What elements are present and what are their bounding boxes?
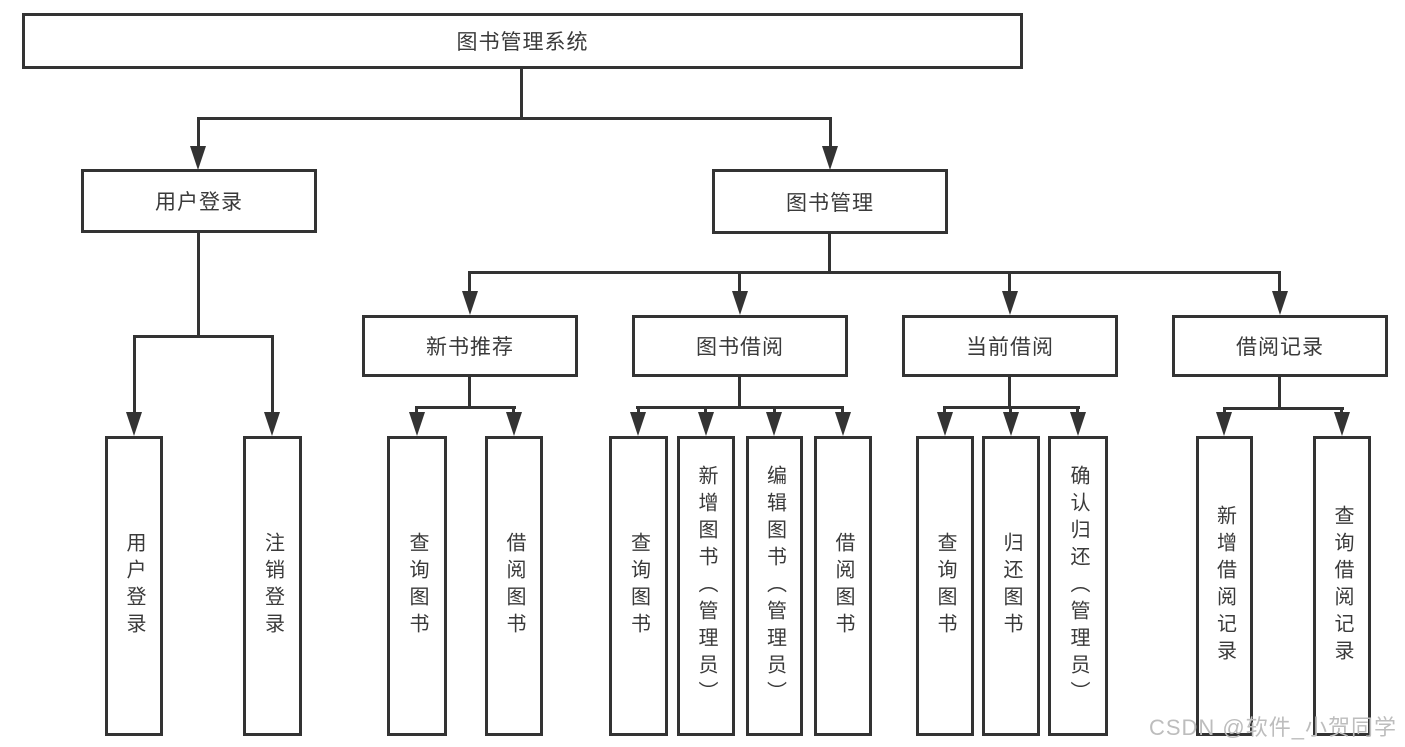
connector-line [197, 119, 200, 149]
leaf-confirm-return-admin-label: 确认归还（管理员） [1067, 464, 1089, 708]
connector-line [520, 69, 523, 118]
connector-line [468, 271, 1281, 274]
connector-line [829, 119, 832, 149]
connector-line [1008, 376, 1011, 407]
leaf-query-books-borrowing: 查询图书 [609, 436, 668, 736]
node-book-borrowing: 图书借阅 [632, 315, 848, 377]
leaf-borrow-books-recommend: 借阅图书 [485, 436, 543, 736]
leaf-add-borrow-record-label: 新增借阅记录 [1213, 505, 1236, 667]
connector-line [133, 337, 136, 414]
node-new-book-recommendation-label: 新书推荐 [426, 336, 514, 359]
node-current-borrowing: 当前借阅 [902, 315, 1118, 377]
connector-line [637, 408, 640, 414]
node-root-label: 图书管理系统 [456, 31, 589, 54]
arrow-down-icon [835, 412, 851, 436]
connector-line [1340, 409, 1343, 414]
node-user-login: 用户登录 [81, 169, 317, 233]
leaf-query-borrow-record-label: 查询借阅记录 [1331, 505, 1353, 667]
connector-line [828, 233, 831, 272]
connector-line [197, 232, 200, 336]
node-current-borrowing-label: 当前借阅 [966, 336, 1054, 359]
leaf-confirm-return-admin: 确认归还（管理员） [1048, 436, 1108, 736]
node-user-login-label: 用户登录 [155, 191, 243, 214]
arrow-down-icon [409, 412, 425, 436]
leaf-borrow-books-recommend-label: 借阅图书 [503, 532, 525, 640]
connector-line [738, 376, 741, 407]
arrow-down-icon [766, 412, 782, 436]
leaf-query-books-recommend-label: 查询图书 [406, 532, 428, 640]
arrow-down-icon [698, 412, 714, 436]
leaf-edit-book-admin: 编辑图书（管理员） [746, 436, 803, 736]
leaf-add-book-admin: 新增图书（管理员） [677, 436, 735, 736]
leaf-return-book: 归还图书 [982, 436, 1040, 736]
leaf-query-books-current-label: 查询图书 [934, 532, 956, 640]
arrow-down-icon [1002, 291, 1018, 315]
connector-line [1076, 408, 1079, 414]
leaf-return-book-label: 归还图书 [1000, 532, 1022, 640]
node-book-management: 图书管理 [712, 169, 948, 234]
arrow-down-icon [1334, 412, 1350, 436]
connector-line [738, 273, 741, 293]
connector-line [1008, 273, 1011, 293]
arrow-down-icon [462, 291, 478, 315]
connector-line [943, 408, 946, 414]
arrow-down-icon [1070, 412, 1086, 436]
node-book-management-label: 图书管理 [786, 191, 874, 215]
node-borrowing-records: 借阅记录 [1172, 315, 1388, 377]
connector-line [197, 117, 832, 120]
connector-line [841, 408, 844, 414]
connector-line [133, 335, 274, 338]
connector-line [512, 408, 515, 414]
node-borrowing-records-label: 借阅记录 [1236, 336, 1324, 359]
node-book-borrowing-label: 图书借阅 [696, 336, 784, 359]
leaf-add-book-admin-label: 新增图书（管理员） [695, 464, 717, 708]
leaf-query-books-current: 查询图书 [916, 436, 974, 736]
arrow-down-icon [1272, 291, 1288, 315]
leaf-query-borrow-record: 查询借阅记录 [1313, 436, 1371, 736]
connector-line [1223, 409, 1226, 414]
watermark: CSDN @软件_小贺同学 [1148, 715, 1397, 740]
arrow-down-icon [937, 412, 953, 436]
connector-line [704, 408, 707, 414]
leaf-edit-book-admin-label: 编辑图书（管理员） [763, 464, 786, 708]
connector-line [1009, 408, 1012, 414]
connector-line [415, 406, 516, 409]
leaf-query-books-recommend: 查询图书 [387, 436, 447, 736]
connector-line [468, 376, 471, 407]
node-root: 图书管理系统 [22, 13, 1023, 69]
leaf-user-login-label: 用户登录 [123, 532, 145, 640]
connector-line [271, 337, 274, 414]
leaf-logout: 注销登录 [243, 436, 302, 736]
connector-line [1278, 376, 1281, 408]
leaf-add-borrow-record: 新增借阅记录 [1196, 436, 1253, 736]
arrow-down-icon [126, 412, 142, 436]
leaf-query-books-borrowing-label: 查询图书 [627, 532, 650, 640]
connector-line [1223, 407, 1344, 410]
connector-line [468, 273, 471, 293]
connector-line [1278, 273, 1281, 293]
node-new-book-recommendation: 新书推荐 [362, 315, 578, 377]
connector-line [773, 408, 776, 414]
arrow-down-icon [630, 412, 646, 436]
arrow-down-icon [1003, 412, 1019, 436]
leaf-user-login: 用户登录 [105, 436, 163, 736]
connector-line [415, 408, 418, 414]
leaf-logout-label: 注销登录 [261, 532, 284, 640]
arrow-down-icon [190, 146, 206, 170]
arrow-down-icon [264, 412, 280, 436]
connector-line [636, 406, 844, 409]
arrow-down-icon [822, 146, 838, 170]
connector-line [943, 406, 1080, 409]
arrow-down-icon [1216, 412, 1232, 436]
leaf-borrow-books-borrowing-label: 借阅图书 [832, 532, 854, 640]
arrow-down-icon [732, 291, 748, 315]
arrow-down-icon [506, 412, 522, 436]
leaf-borrow-books-borrowing: 借阅图书 [814, 436, 872, 736]
